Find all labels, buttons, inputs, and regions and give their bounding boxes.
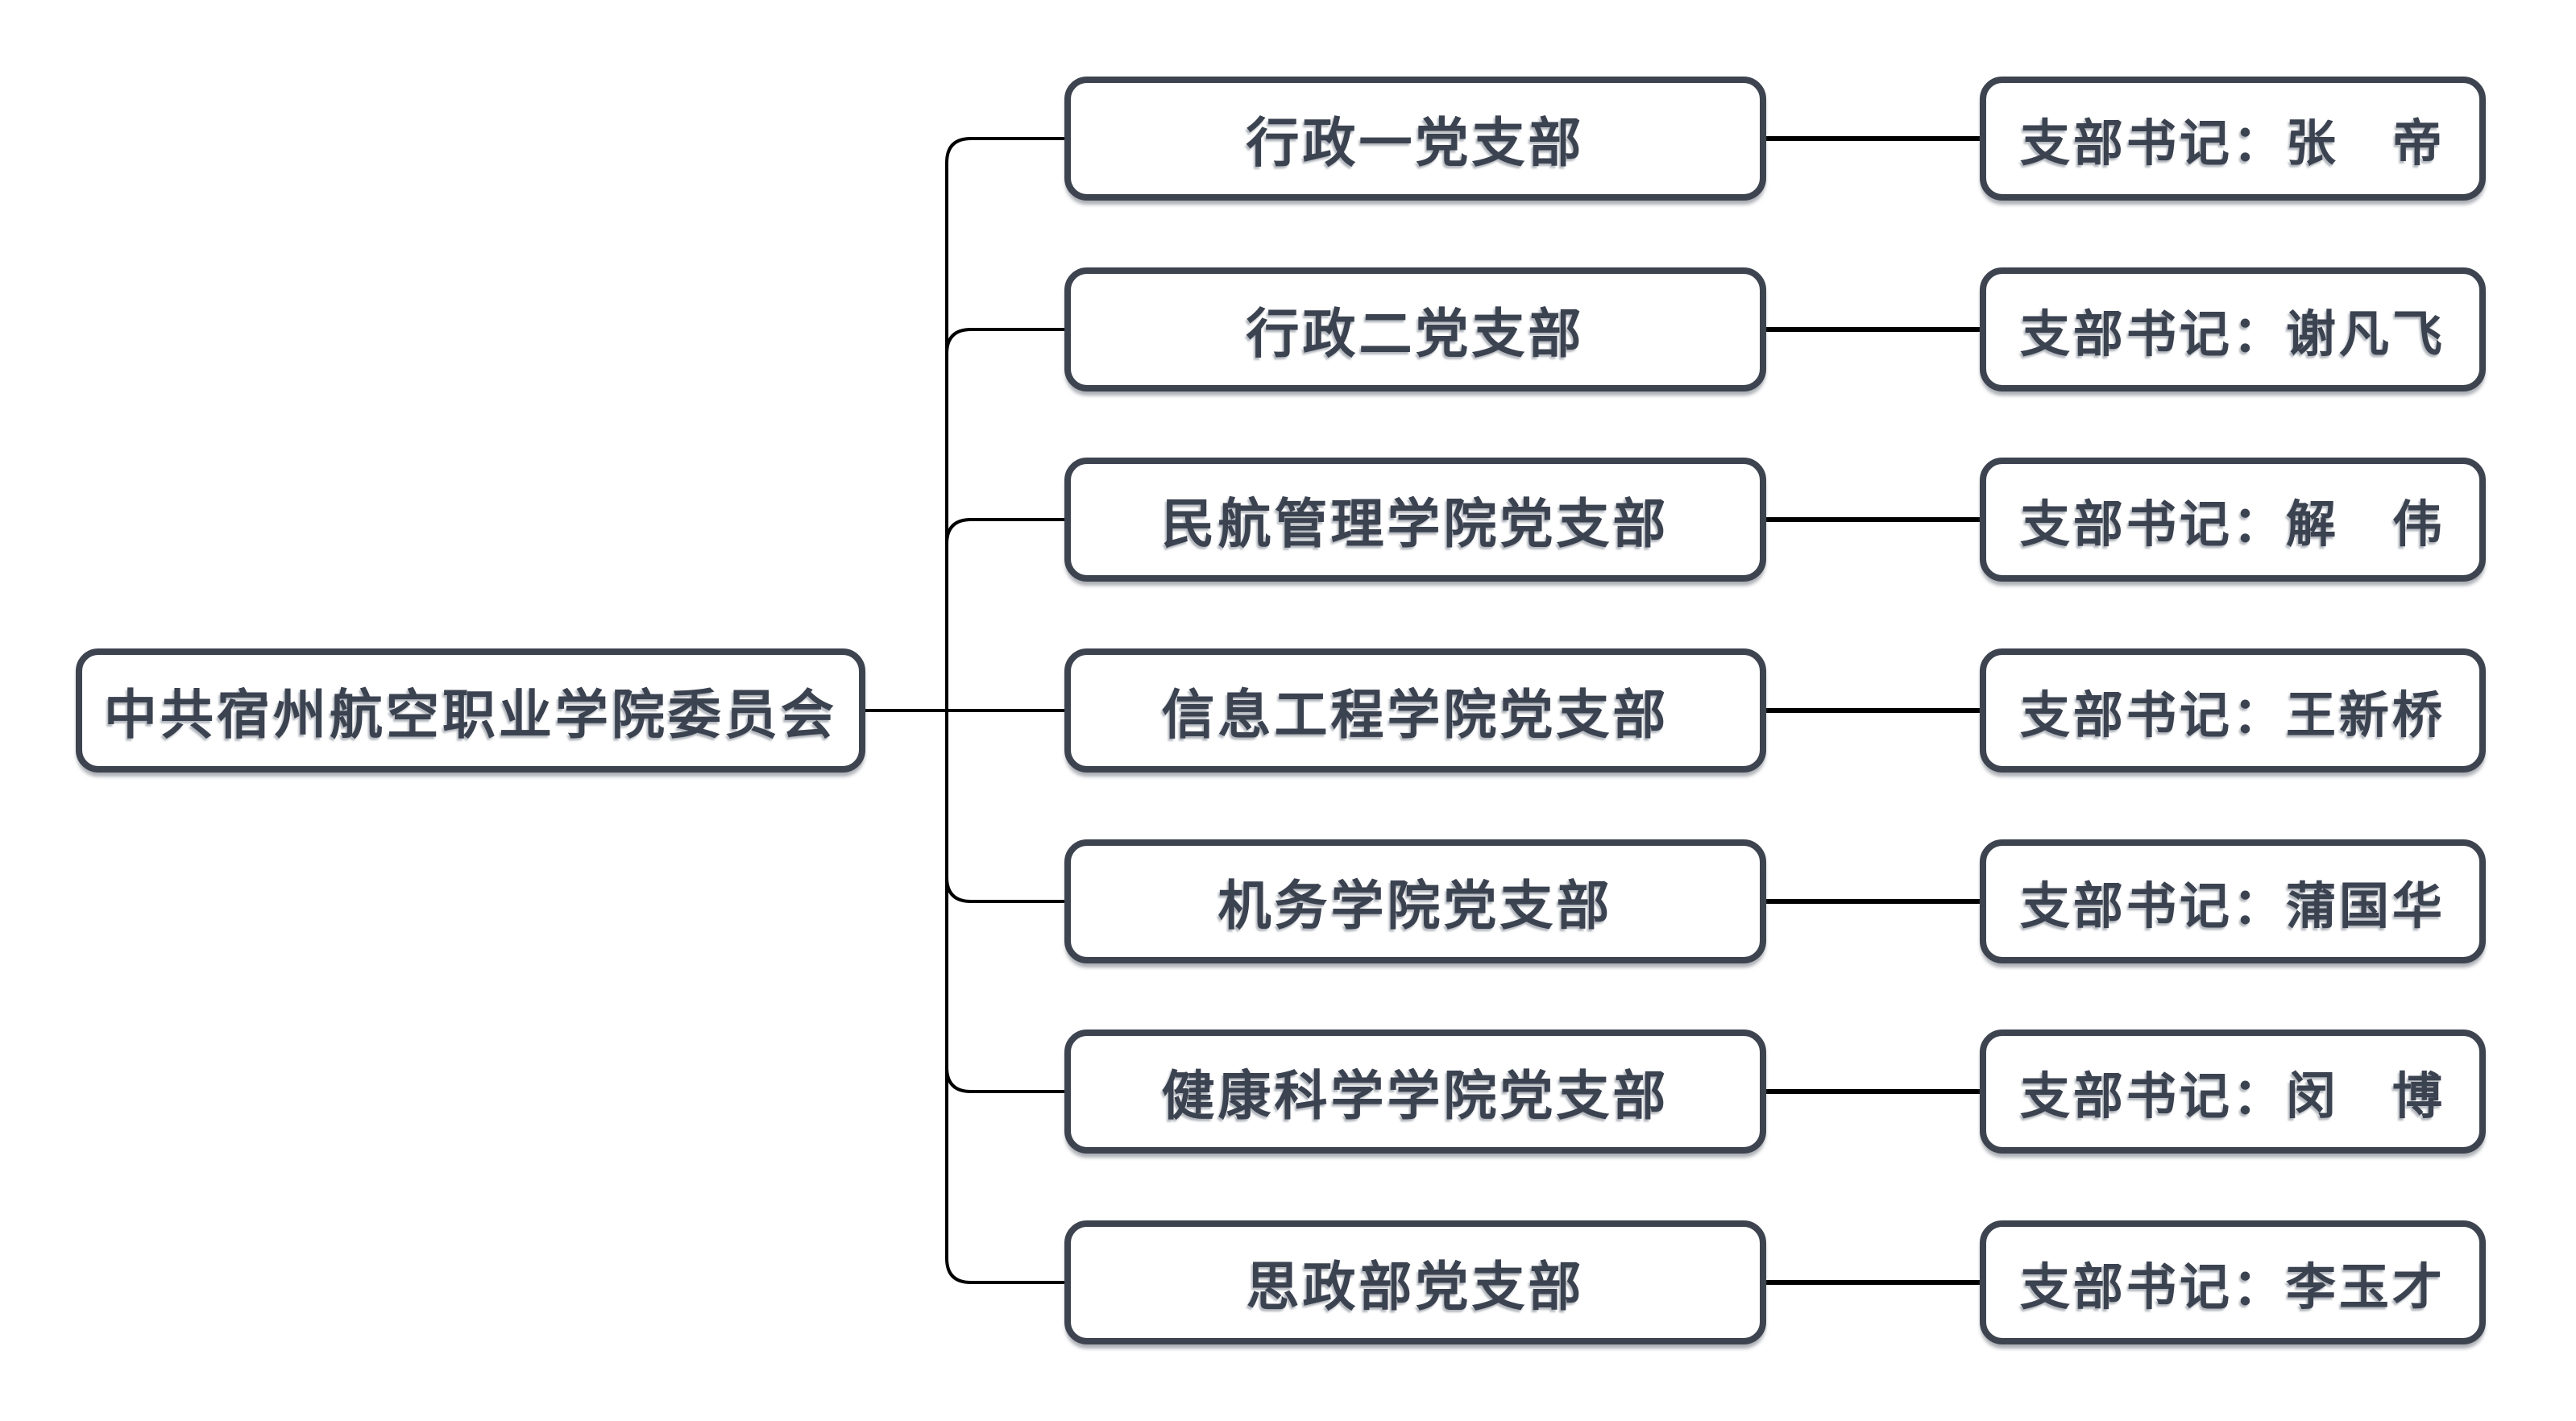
branch-label: 行政二党支部 [1246,305,1585,364]
secretary-box-row7: 支部书记：李玉才 [1980,1220,2486,1344]
secretary-box-row3: 支部书记：解 伟 [1980,458,2486,582]
branch-box-row6: 健康科学学院党支部 [1064,1030,1766,1154]
secretary-label: 支部书记：谢凡飞 [2019,308,2445,362]
branch-box-row3: 民航管理学院党支部 [1064,458,1766,582]
branch-label: 思政部党支部 [1246,1258,1585,1317]
trunk-connector-row1 [945,137,1064,710]
secretary-box-row2: 支部书记：谢凡飞 [1980,267,2486,392]
secretary-label: 支部书记：蒲国华 [2019,880,2445,934]
secretary-label: 支部书记：张 帝 [2019,117,2445,172]
branch-box-row5: 机务学院党支部 [1064,839,1766,963]
branch-box-row1: 行政一党支部 [1064,77,1766,201]
root-node: 中共宿州航空职业学院委员会 [76,648,865,773]
branch-label: 民航管理学院党支部 [1161,495,1670,554]
root-node-label: 中共宿州航空职业学院委员会 [104,686,837,745]
secretary-box-row6: 支部书记：闵 博 [1980,1030,2486,1154]
secretary-box-row4: 支部书记：王新桥 [1980,648,2486,773]
branch-label: 行政一党支部 [1246,114,1585,173]
secretary-label: 支部书记：王新桥 [2019,689,2445,744]
branch-label: 信息工程学院党支部 [1161,686,1670,745]
secretary-label: 支部书记：闵 博 [2019,1070,2445,1125]
secretary-box-row5: 支部书记：蒲国华 [1980,839,2486,963]
trunk-connector-row2 [945,328,1064,710]
secretary-label: 支部书记：解 伟 [2019,498,2445,553]
branch-label: 机务学院党支部 [1217,877,1613,936]
branch-box-row4: 信息工程学院党支部 [1064,648,1766,773]
branch-box-row2: 行政二党支部 [1064,267,1766,392]
trunk-connector-row7 [945,710,1064,1284]
trunk-connector-row3 [945,518,1064,710]
branch-box-row7: 思政部党支部 [1064,1220,1766,1344]
secretary-box-row1: 支部书记：张 帝 [1980,77,2486,201]
secretary-label: 支部书记：李玉才 [2019,1261,2445,1315]
branch-label: 健康科学学院党支部 [1161,1067,1670,1126]
trunk-connector-row5 [945,710,1064,903]
